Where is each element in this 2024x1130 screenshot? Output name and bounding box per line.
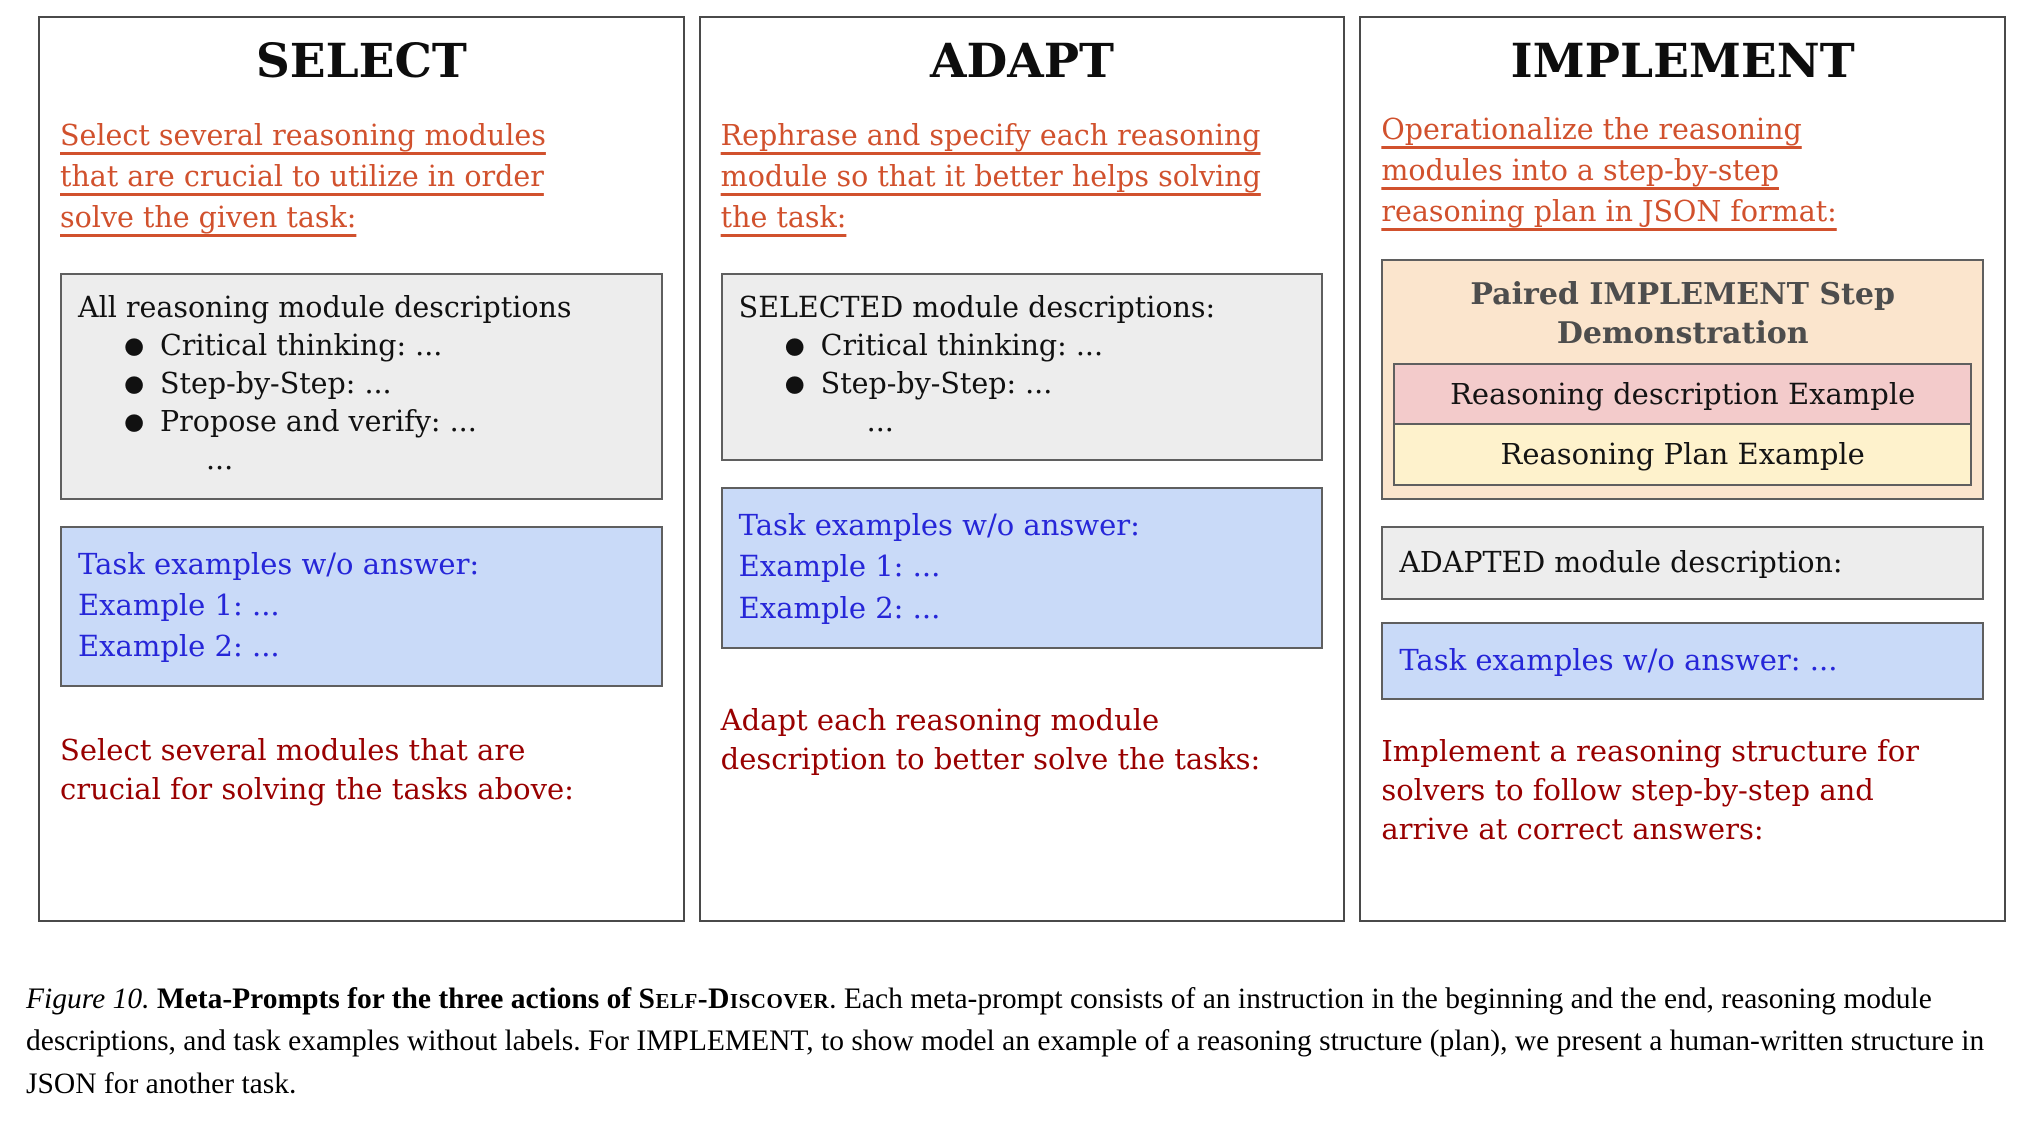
select-instruction-bottom: Select several modules that are crucial … — [60, 733, 574, 807]
figure-caption-bold-lead: Meta-Prompts for the three actions of — [149, 983, 639, 1015]
figure-caption-brand: Self-Discover — [638, 983, 830, 1015]
module-item-text: Propose and verify: ... — [160, 405, 477, 439]
implement-task-examples-box: Task examples w/o answer: ... — [1381, 622, 1985, 700]
adapt-task-examples-box: Task examples w/o answer: Example 1: ...… — [720, 487, 1324, 649]
implement-instruction-bottom: Implement a reasoning structure for solv… — [1381, 733, 1920, 847]
adapt-title: ADAPT — [930, 34, 1115, 89]
module-item-text: Critical thinking: ... — [160, 328, 443, 362]
module-list-item: ● Critical thinking: ... — [739, 327, 1306, 365]
module-list-ellipsis: ... — [866, 405, 894, 439]
reasoning-description-example-box: Reasoning description Example — [1393, 362, 1973, 426]
module-list-item: ● Step-by-Step: ... — [78, 365, 645, 403]
reasoning-plan-example-box: Reasoning Plan Example — [1393, 423, 1973, 487]
adapted-module-description-box: ADAPTED module description: — [1381, 526, 1985, 601]
adapt-modules-box: SELECTED module descriptions: ● Critical… — [720, 272, 1324, 462]
meta-prompt-panels: SELECT Select several reasoning modules … — [38, 16, 2007, 922]
figure-caption: Figure 10. Meta-Prompts for the three ac… — [26, 978, 1998, 1105]
panel-adapt: ADAPT Rephrase and specify each reasonin… — [698, 16, 1346, 922]
bullet-icon: ● — [124, 409, 145, 436]
select-task-examples-box: Task examples w/o answer: Example 1: ...… — [60, 525, 663, 688]
implement-title: IMPLEMENT — [1510, 34, 1855, 89]
module-list-item: ● Propose and verify: ... — [78, 403, 645, 441]
module-list-item: ● Step-by-Step: ... — [739, 365, 1306, 403]
select-instruction-top: Select several reasoning modules that ar… — [60, 118, 546, 235]
bullet-icon: ● — [784, 370, 805, 397]
select-title: SELECT — [255, 34, 467, 89]
adapt-instruction-top: Rephrase and specify each reasoning modu… — [720, 118, 1261, 235]
implement-instruction-top: Operationalize the reasoning modules int… — [1381, 112, 1837, 229]
paired-implement-demo-box: Paired IMPLEMENT Step Demonstration Reas… — [1381, 258, 1985, 501]
module-list-item: ● Critical thinking: ... — [78, 327, 645, 365]
module-list-ellipsis: ... — [206, 443, 234, 477]
select-modules-header: All reasoning module descriptions — [78, 290, 572, 324]
module-item-text: Step-by-Step: ... — [820, 366, 1053, 400]
bullet-icon: ● — [124, 332, 145, 359]
bullet-icon: ● — [124, 370, 145, 397]
panel-select: SELECT Select several reasoning modules … — [38, 16, 685, 922]
figure-caption-label: Figure 10. — [26, 983, 150, 1015]
figure-caption-body: . Each meta-prompt consists of an instru… — [26, 983, 1985, 1100]
adapt-instruction-bottom: Adapt each reasoning module description … — [720, 702, 1261, 777]
select-modules-box: All reasoning module descriptions ● Crit… — [60, 272, 663, 500]
module-item-text: Step-by-Step: ... — [160, 366, 392, 400]
figure-10-meta-prompts: SELECT Select several reasoning modules … — [0, 16, 2024, 1130]
adapt-modules-header: SELECTED module descriptions: — [738, 290, 1216, 324]
module-item-text: Critical thinking: ... — [820, 328, 1104, 362]
bullet-icon: ● — [784, 332, 805, 359]
demo-box-header: Paired IMPLEMENT Step Demonstration — [1470, 276, 1895, 351]
panel-implement: IMPLEMENT Operationalize the reasoning m… — [1359, 16, 2007, 922]
